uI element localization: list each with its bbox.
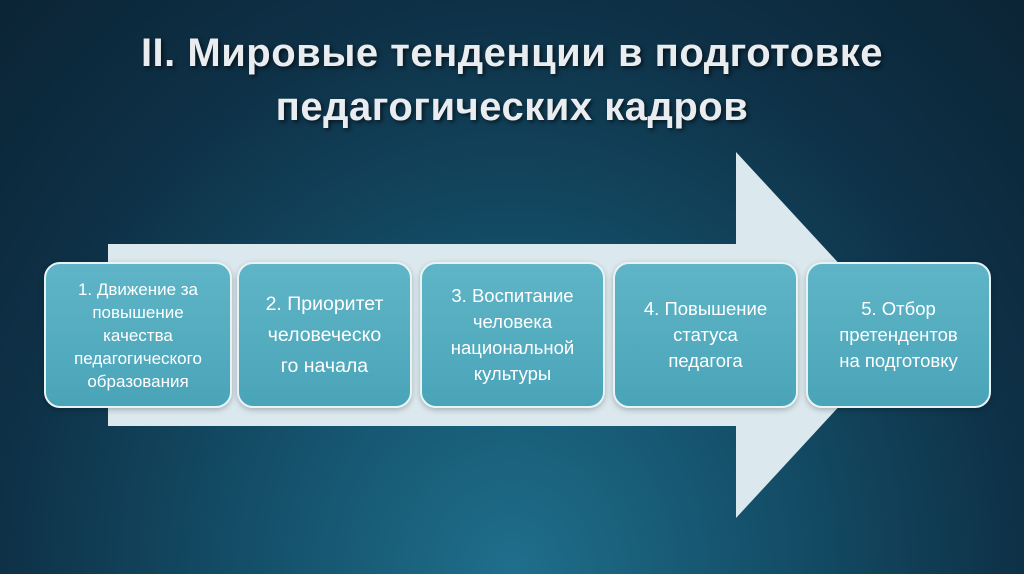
step-3-line-3: национальной (450, 337, 575, 358)
step-5-line-1: 5. Отбор (861, 298, 936, 319)
step-1-line-5: образования (87, 371, 189, 391)
step-3-box: 3. Воспитание человека национальной куль… (420, 262, 605, 408)
step-1-line-1: 1. Движение за (77, 279, 199, 299)
step-2-line-1: 2. Приоритет (265, 292, 384, 315)
slide-title-line-1: II. Мировые тенденции в подготовке (140, 31, 884, 75)
step-2-box: 2. Приоритет человеческо го начала (237, 262, 412, 408)
step-5-line-2: претендентов (839, 324, 958, 345)
step-3-line-1: 3. Воспитание (451, 285, 574, 306)
step-1-line-4: педагогического (74, 348, 202, 368)
slide-title-line-2: педагогических кадров (275, 85, 749, 129)
step-4-line-1: 4. Повышение (643, 298, 768, 319)
step-5-box: 5. Отбор претендентов на подготовку (806, 262, 991, 408)
step-1-line-3: качества (103, 325, 173, 345)
slide-title: II. Мировые тенденции в подготовке педаг… (0, 26, 1024, 134)
step-2-line-3: го начала (280, 354, 369, 377)
step-5-line-3: на подготовку (839, 350, 958, 371)
step-1-box: 1. Движение за повышение качества педаго… (44, 262, 232, 408)
step-1-line-2: повышение (92, 302, 184, 322)
step-3-line-2: человека (472, 311, 553, 332)
step-4-line-3: педагога (668, 350, 743, 371)
step-2-line-2: человеческо (267, 323, 382, 346)
step-4-line-2: статуса (673, 324, 738, 345)
step-3-line-4: культуры (473, 363, 552, 384)
step-4-box: 4. Повышение статуса педагога (613, 262, 798, 408)
